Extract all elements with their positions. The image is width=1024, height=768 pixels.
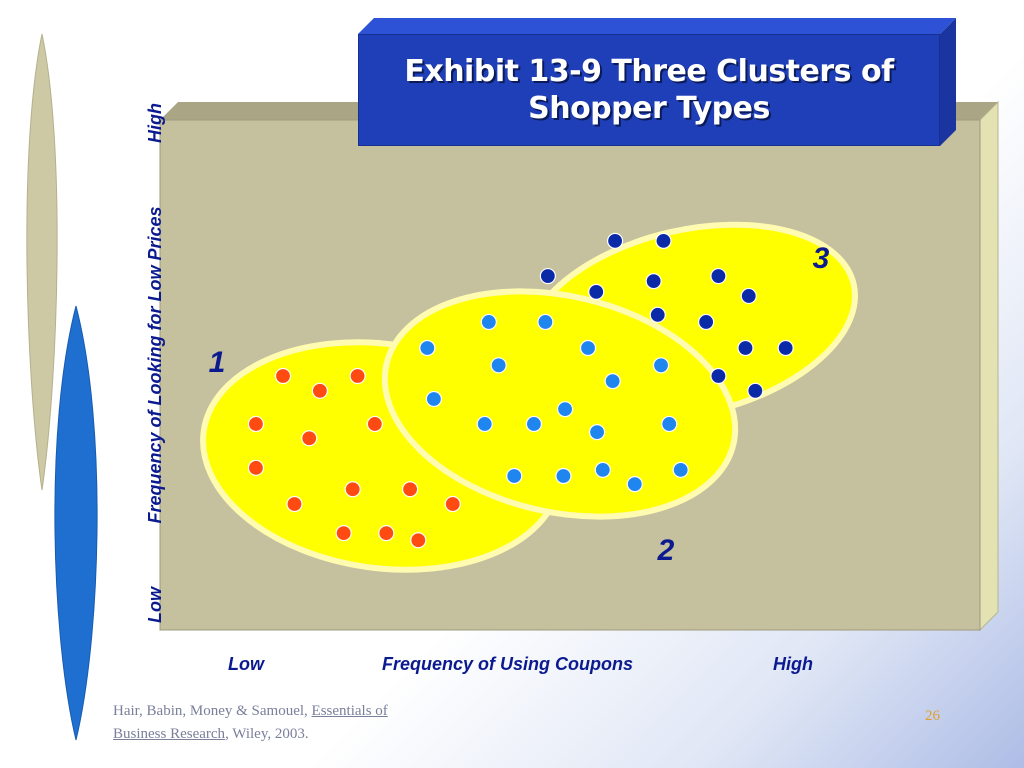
cluster-2-point-13 <box>661 415 678 433</box>
decorative-leaf-beige <box>26 33 58 491</box>
cluster-3-point-6 <box>710 267 727 285</box>
cluster-2-point-4 <box>490 357 507 374</box>
cluster-1-point-7 <box>247 459 265 476</box>
cluster-1-point-10 <box>402 481 419 498</box>
title-box: Exhibit 13-9 Three Clusters of Shopper T… <box>358 34 940 146</box>
cluster-2-point-5 <box>579 339 597 357</box>
cluster-2-point-16 <box>594 461 611 478</box>
cluster-3-point-1 <box>606 232 624 249</box>
cluster-3-point-9 <box>698 313 715 331</box>
cluster-2-point-18 <box>672 461 689 478</box>
cluster-2-point-1 <box>480 313 497 331</box>
cluster-1-point-9 <box>344 481 361 498</box>
cluster-1-point-3 <box>349 367 366 385</box>
cluster-1-point-5 <box>301 430 318 447</box>
cluster-3-point-12 <box>710 367 727 385</box>
cluster-1-point-6 <box>366 415 383 433</box>
citation: Hair, Babin, Money & Samouel, Essentials… <box>113 700 513 745</box>
cluster-1-point-4 <box>247 415 265 433</box>
cluster-1-point-11 <box>444 495 461 513</box>
cluster-3-point-11 <box>777 339 794 357</box>
cluster-3-point-4 <box>588 283 605 300</box>
page-number: 26 <box>925 708 940 724</box>
cluster-1-point-12 <box>335 524 352 542</box>
cluster-3-point-3 <box>539 267 556 285</box>
cluster-2-point-11 <box>556 401 574 418</box>
title-box-top-face <box>358 18 956 34</box>
x-axis-high-label: High <box>773 654 813 674</box>
citation-book-title-1[interactable]: Essentials of <box>311 703 388 719</box>
cluster-2-point-10 <box>525 415 543 433</box>
cluster-1-point-8 <box>286 495 303 513</box>
cluster-1-point-1 <box>274 367 292 385</box>
cluster-3-point-7 <box>740 287 757 305</box>
cluster-2-point-6 <box>652 357 670 374</box>
cluster-2-point-17 <box>626 476 643 493</box>
cluster-1-point-14 <box>410 532 427 549</box>
y-axis-high-label: High <box>144 103 165 144</box>
y-axis-low-label: Low <box>144 587 165 623</box>
cluster-2-label: 2 <box>657 534 675 567</box>
cluster-3-point-8 <box>649 306 666 323</box>
cluster-2-point-7 <box>604 373 621 390</box>
cluster-2-point-9 <box>476 415 493 433</box>
cluster-2-point-14 <box>506 467 523 485</box>
cluster-3-point-10 <box>737 339 754 357</box>
citation-book-title-2[interactable]: Business Research <box>113 725 226 742</box>
title-box-side-face <box>940 18 956 146</box>
x-axis: Low Frequency of Using Coupons High <box>160 654 880 680</box>
cluster-3-point-2 <box>655 232 672 249</box>
x-axis-low-label: Low <box>228 654 264 674</box>
y-axis: Low Frequency of Looking for Low Prices … <box>142 103 168 623</box>
citation-publisher: , Wiley, 2003. <box>225 725 309 742</box>
cluster-2-point-2 <box>537 313 554 331</box>
y-axis-title: Frequency of Looking for Low Prices <box>144 206 165 524</box>
x-axis-title: Frequency of Using Coupons <box>382 654 634 674</box>
cluster-2-point-15 <box>555 467 572 485</box>
cluster-1-point-2 <box>311 382 328 399</box>
decorative-leaf-blue <box>54 305 98 741</box>
cluster-3-point-13 <box>747 382 764 399</box>
cluster-2-point-3 <box>419 339 436 357</box>
cluster-3-point-5 <box>645 273 662 290</box>
cluster-1-point-13 <box>378 524 395 542</box>
slide-title: Exhibit 13-9 Three Clusters of Shopper T… <box>404 53 894 127</box>
cluster-2-point-12 <box>588 424 606 441</box>
cluster-1-label: 1 <box>209 346 226 379</box>
chart-panel-side <box>979 100 999 632</box>
cluster-3-label: 3 <box>813 242 830 275</box>
cluster-2-point-8 <box>425 390 442 408</box>
citation-authors: Hair, Babin, Money & Samouel, <box>113 703 312 719</box>
